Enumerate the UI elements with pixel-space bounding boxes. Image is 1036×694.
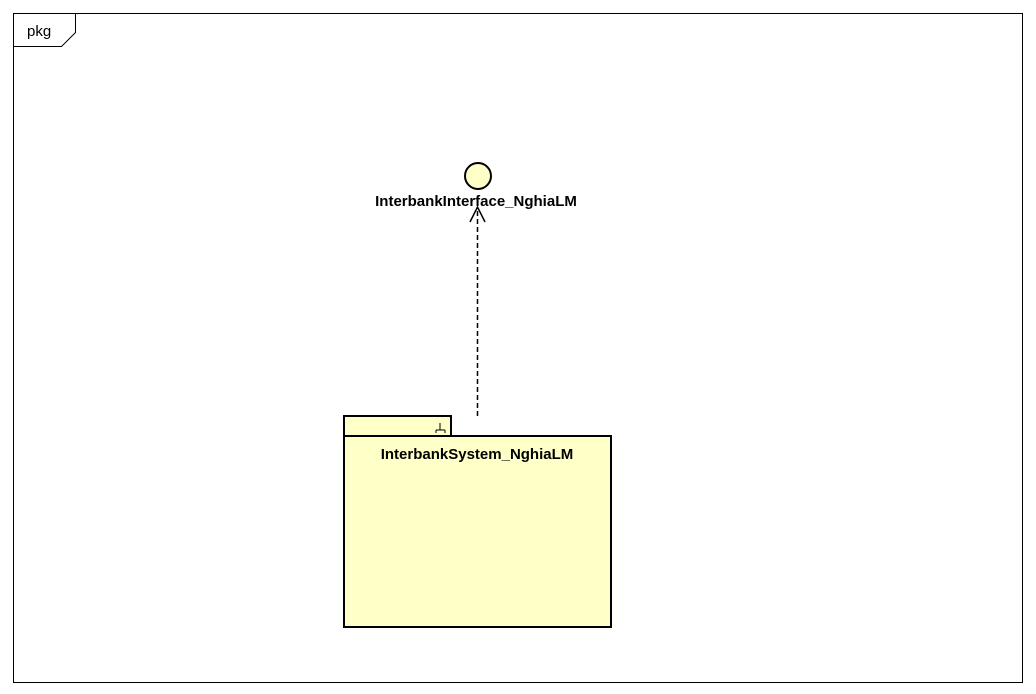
frame-label: pkg — [27, 23, 51, 40]
package-node[interactable]: InterbankSystem_NghiaLM — [343, 415, 612, 628]
arrowhead-open-icon — [469, 205, 486, 223]
dependency-arrow[interactable] — [469, 205, 486, 416]
package-body — [343, 435, 612, 628]
interface-circle-icon — [464, 162, 492, 190]
interface-name: InterbankInterface_NghiaLM — [375, 193, 577, 210]
package-tab — [343, 415, 452, 437]
frame-label-tab — [13, 13, 76, 47]
package-name: InterbankSystem_NghiaLM — [381, 446, 574, 463]
subsystem-fork-icon — [435, 423, 446, 433]
interface-node[interactable]: InterbankInterface_NghiaLM — [375, 162, 577, 210]
